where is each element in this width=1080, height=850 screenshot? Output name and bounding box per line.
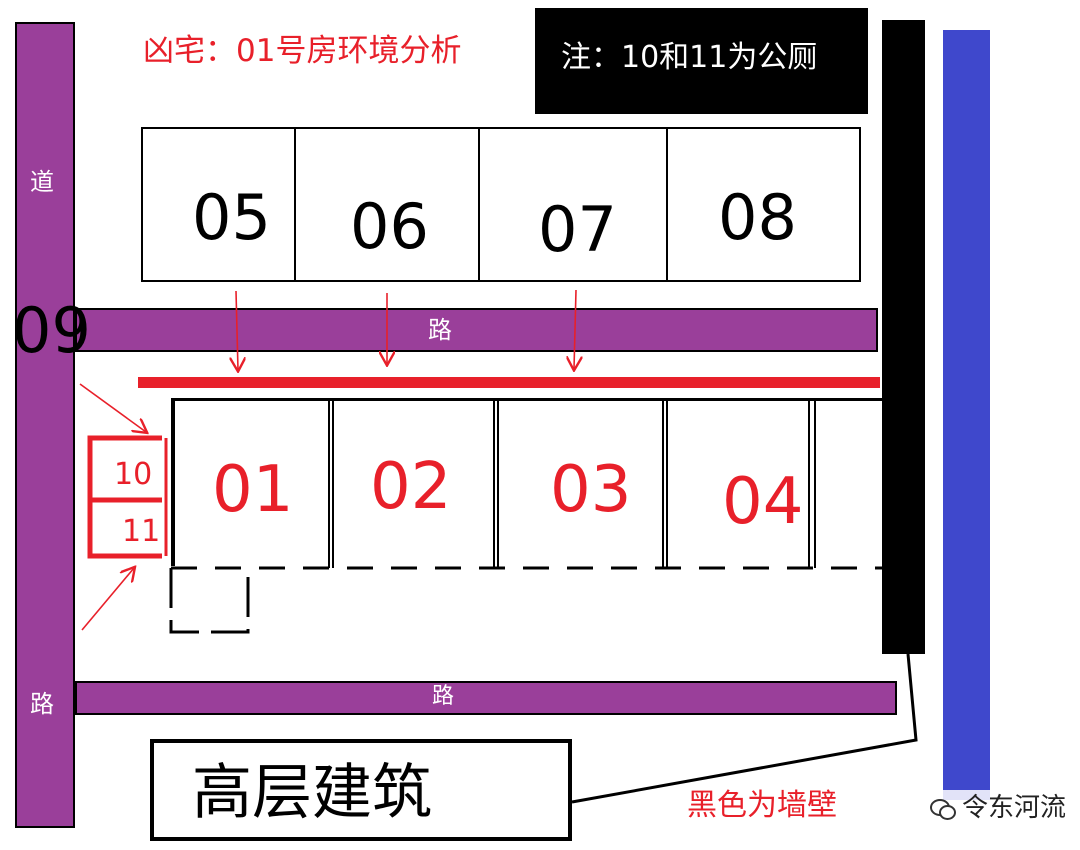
room-05: 05 [141,127,296,282]
toilet-10-label: 10 [114,457,153,492]
middle-road-label: 路 [428,316,452,344]
vertical-road-label-top: 道 [30,168,54,196]
toilet-11-label: 11 [122,514,161,549]
divider-03-04 [662,400,668,568]
note-text: 注：10和11为公厕 [561,40,818,75]
bottom-rooms-outline [171,398,882,401]
river [943,30,990,800]
wall-to-building-line [571,653,918,804]
room-07-label: 07 [538,193,617,266]
tall-building-label: 高层建筑 [192,758,432,828]
room-03-label: 03 [550,453,632,527]
divider-04-end [808,398,816,568]
room-01-label: 01 [212,453,294,527]
wechat-icon [930,797,956,820]
vertical-road [15,22,75,828]
toilet-10-bracket [87,435,162,503]
note-box: 注：10和11为公厕 [535,8,868,114]
red-barrier-line [138,377,880,388]
middle-road [75,308,878,352]
room-06-label: 06 [350,190,429,263]
arrow-road-to-01-lower [81,568,134,631]
black-wall [882,20,925,654]
lower-road [75,681,897,715]
lower-road-label: 路 [432,684,455,709]
bottom-rooms-left-wall [171,398,175,566]
room-05-label: 05 [192,181,271,254]
room-04-label: 04 [722,465,804,539]
room-02-label: 02 [370,450,452,524]
toilet-11-bracket [87,500,162,559]
room-01-annex [169,568,250,634]
vertical-road-label-bottom: 路 [30,690,54,718]
room-08-label: 08 [718,181,797,254]
tall-building-box: 高层建筑 [150,739,572,841]
watermark-text: 令东河流 [962,793,1067,823]
wall-note: 黑色为墙壁 [687,788,837,823]
room-09-label: 09 [12,294,91,367]
arrow-07-down [574,289,576,369]
arrow-road-to-01-upper [79,383,146,432]
divider-02-03 [493,400,499,568]
page-title: 凶宅：01号房环境分析 [143,33,462,69]
room-07: 07 [478,127,668,282]
watermark: 令东河流 [926,790,1071,826]
room-06: 06 [294,127,480,282]
divider-01-02 [328,400,334,568]
room-08: 08 [666,127,861,282]
arrow-05-down [236,290,238,370]
